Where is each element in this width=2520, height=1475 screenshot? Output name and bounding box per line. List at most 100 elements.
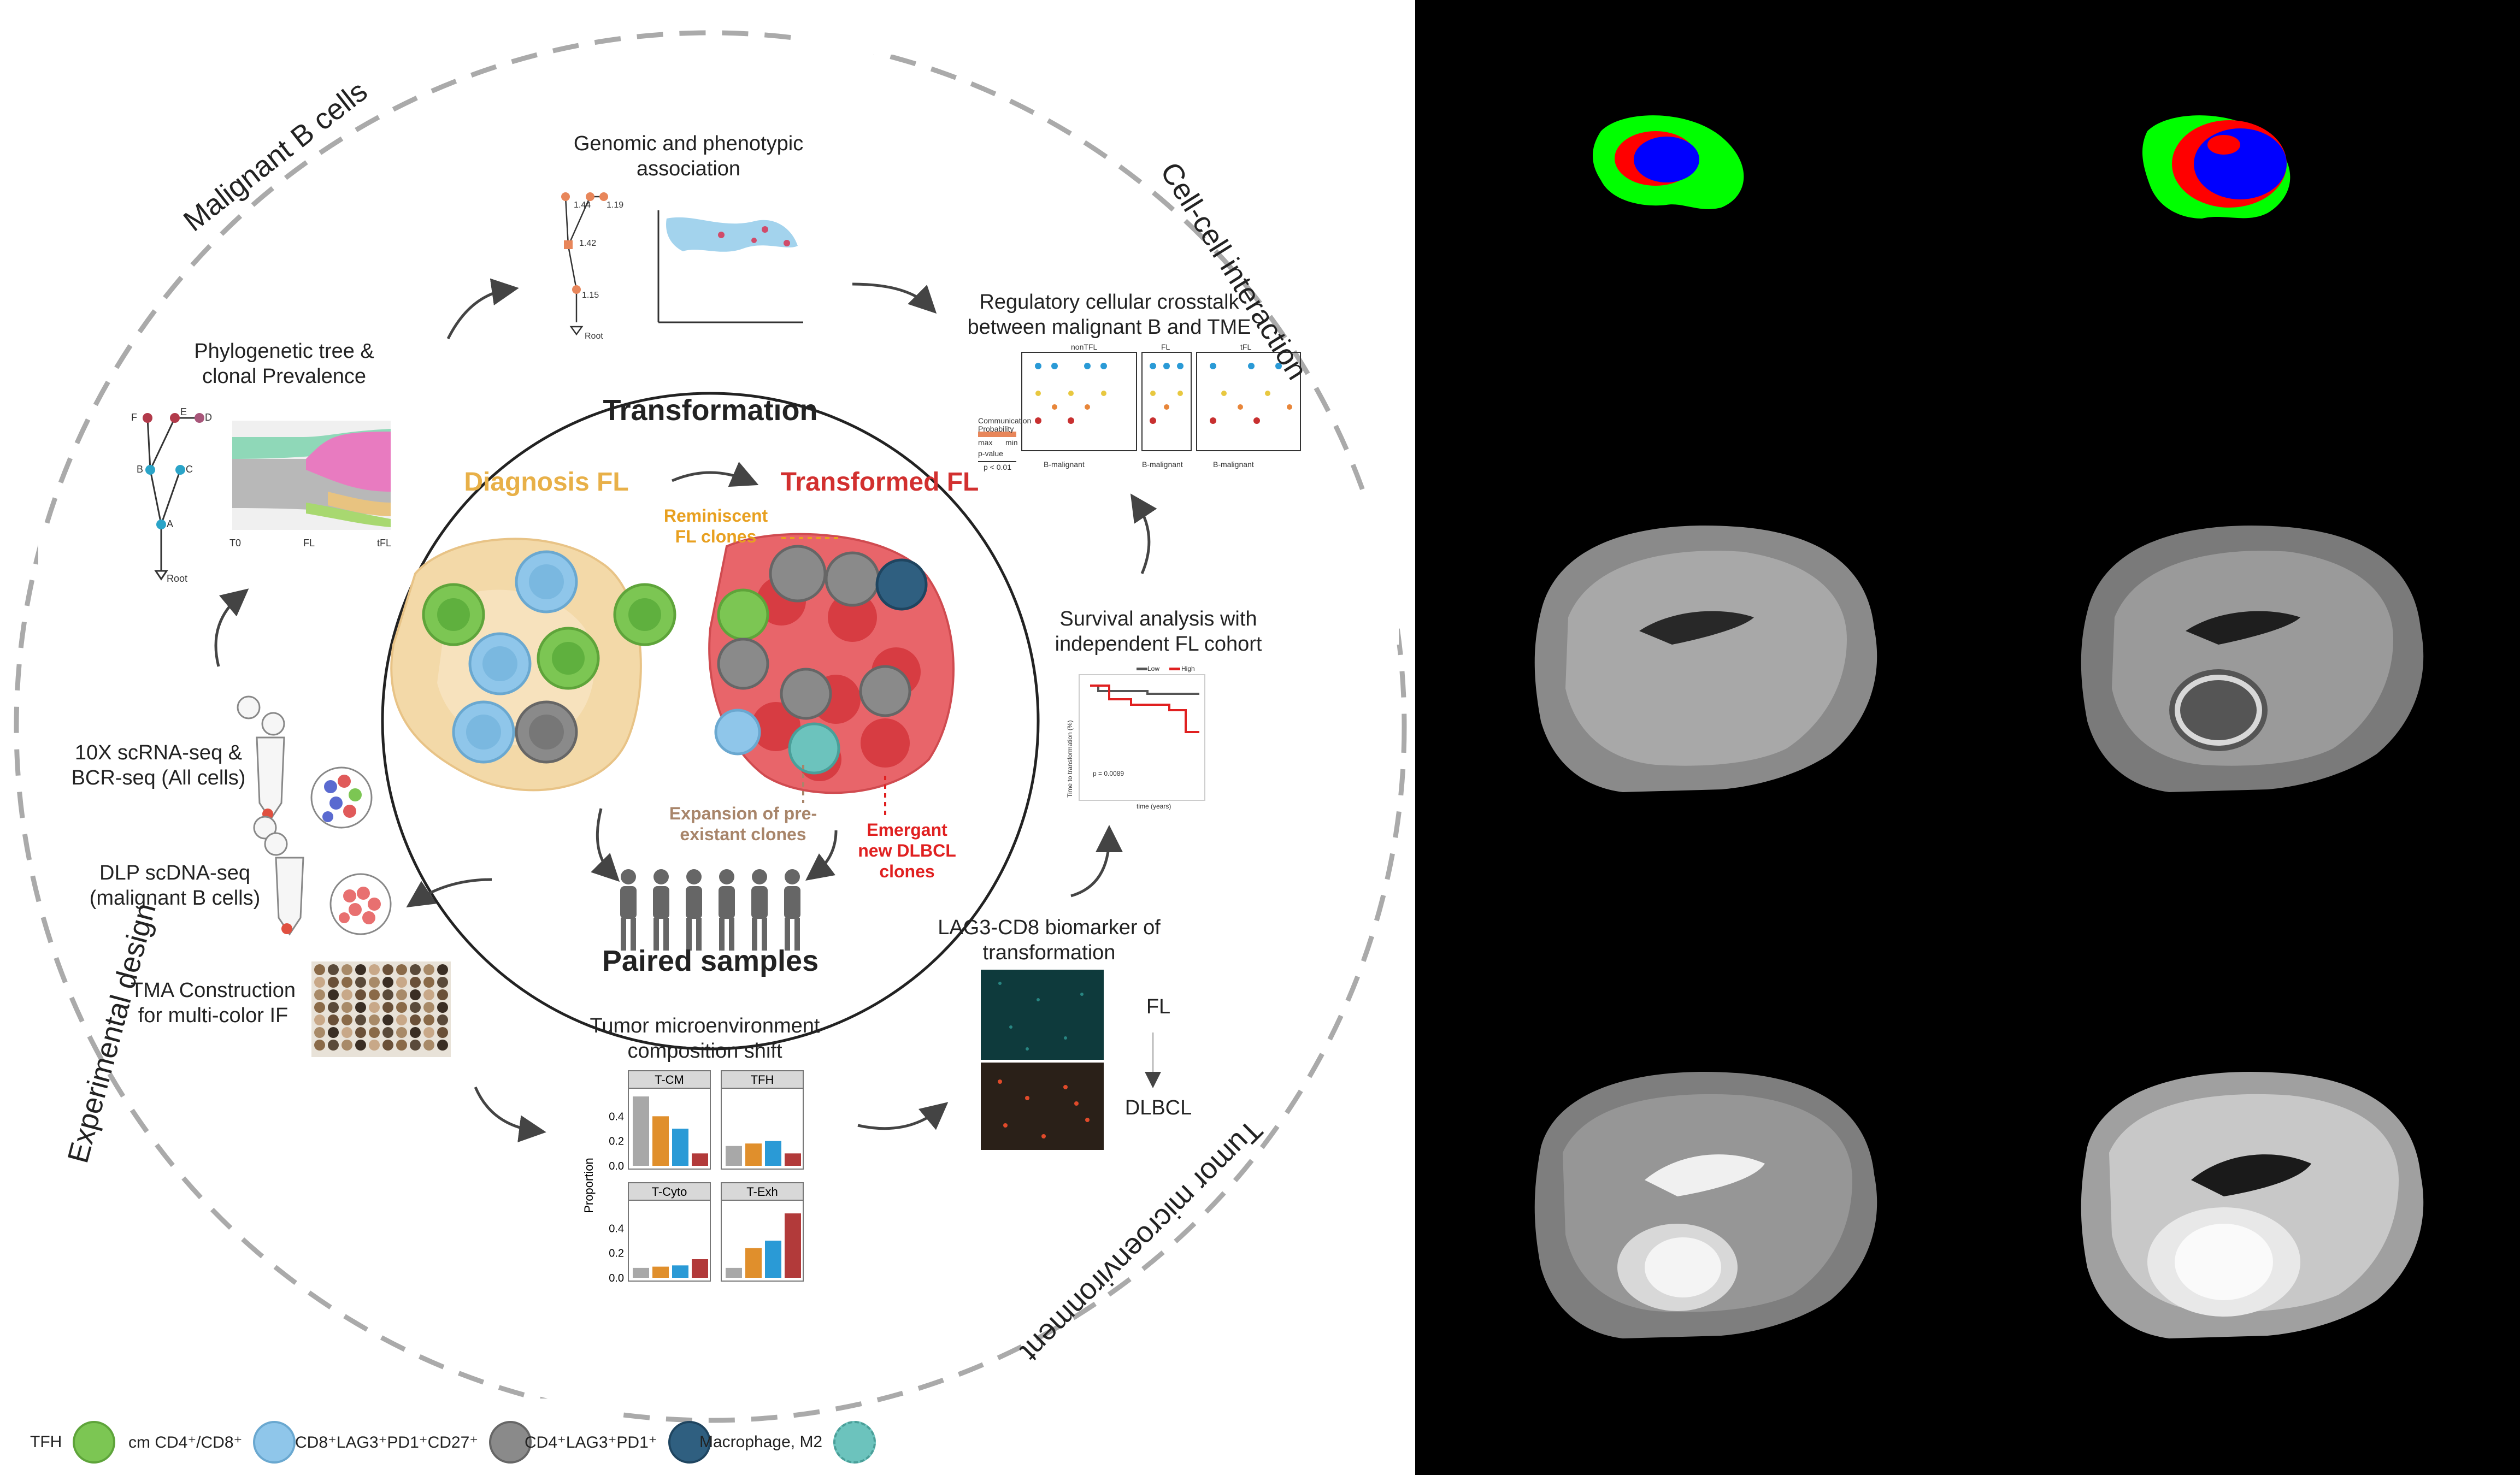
tma-core: [410, 977, 421, 988]
macrophage-cell: [788, 722, 840, 775]
tma-core: [314, 1014, 325, 1025]
svg-text:F: F: [131, 412, 137, 423]
dlp-label: DLP scDNA-seq (malignant B cells): [89, 862, 261, 910]
tma-core: [423, 1040, 434, 1051]
svg-text:B-malignant: B-malignant: [1142, 460, 1183, 469]
tma-core: [437, 977, 448, 988]
legend-cd4-swatch: [668, 1421, 711, 1464]
tma-core: [396, 977, 407, 988]
tma-core: [355, 1002, 366, 1013]
svg-text:tFL: tFL: [377, 538, 391, 548]
svg-text:C: C: [186, 464, 193, 475]
tma-core: [369, 1027, 380, 1038]
bar: [672, 1129, 688, 1166]
tma-core: [355, 1027, 366, 1038]
tma-core: [423, 989, 434, 1000]
svg-text:1.42: 1.42: [579, 239, 596, 248]
tma-grid: [311, 961, 451, 1057]
tma-core: [314, 1027, 325, 1038]
legend-cd8-swatch: [489, 1421, 532, 1464]
tma-core: [396, 1014, 407, 1025]
phylogenetic-tree: [146, 417, 199, 581]
svg-text:1.15: 1.15: [582, 291, 599, 300]
bar: [672, 1265, 688, 1278]
bar: [692, 1259, 708, 1278]
legend-tfh: TFH: [30, 1415, 116, 1470]
tma-core: [396, 1027, 407, 1038]
segmentation-mask-right: [2142, 115, 2291, 219]
segmentation-mask-left: [1593, 115, 1744, 209]
mri-flair-right: [2081, 1071, 2424, 1338]
tma-core: [342, 989, 352, 1000]
svg-text:T0: T0: [229, 538, 241, 548]
y-tick-label: 0.4: [609, 1223, 624, 1235]
svg-text:p < 0.01: p < 0.01: [984, 463, 1011, 471]
tma-core: [328, 1014, 339, 1025]
genomic-tree: [564, 196, 604, 336]
tma-core: [437, 989, 448, 1000]
cd8-cell: [769, 545, 827, 603]
tma-core: [369, 1040, 380, 1051]
tma-core: [369, 964, 380, 975]
svg-text:Probability: Probability: [978, 424, 1014, 433]
svg-text:B: B: [137, 464, 143, 475]
tma-core: [382, 964, 393, 975]
mri-graphics: [1534, 115, 2424, 1338]
svg-text:D: D: [205, 412, 212, 423]
svg-text:time (years): time (years): [1137, 803, 1171, 810]
tma-core: [369, 989, 380, 1000]
mri-t1ce-right: [2081, 526, 2424, 792]
svg-text:p-value: p-value: [978, 449, 1003, 458]
tma-core: [328, 989, 339, 1000]
tma-core: [382, 977, 393, 988]
tma-core: [410, 1014, 421, 1025]
chart-title-strip: [721, 1070, 804, 1089]
tma-core: [396, 989, 407, 1000]
lag3-image: [981, 970, 1104, 1150]
tma-core: [410, 989, 421, 1000]
scrna-droplet: [310, 766, 373, 829]
tma-core: [410, 1027, 421, 1038]
transformed-label: Transformed FL: [780, 468, 979, 497]
cd4-cell: [875, 558, 928, 611]
svg-text:p = 0.0089: p = 0.0089: [1093, 770, 1124, 777]
tma-core: [410, 1040, 421, 1051]
bar: [633, 1096, 649, 1166]
bar: [785, 1213, 801, 1278]
svg-text:A: A: [167, 518, 173, 529]
emergant-label: Emergant new DLBCL clones: [858, 820, 956, 881]
tma-core: [328, 1040, 339, 1051]
paired-samples-people: [620, 869, 800, 951]
tma-core: [328, 1002, 339, 1013]
tma-core: [410, 964, 421, 975]
dlp-droplet: [329, 873, 392, 935]
tma-core: [382, 1040, 393, 1051]
bar: [692, 1153, 708, 1166]
tma-core: [342, 1002, 352, 1013]
cd8-cell: [859, 665, 911, 717]
y-tick-label: 0.0: [609, 1272, 624, 1284]
svg-text:nonTFL: nonTFL: [1071, 343, 1097, 351]
svg-text:tFL: tFL: [1240, 343, 1251, 351]
chart-title: T-Exh: [746, 1185, 778, 1199]
survival-plot: [1079, 668, 1205, 801]
tma-core: [342, 1027, 352, 1038]
svg-text:Root: Root: [585, 332, 603, 341]
tma-core: [437, 964, 448, 975]
outer-dashed-ring: [14, 30, 1407, 1423]
tma-core: [369, 1002, 380, 1013]
tma-core: [382, 1027, 393, 1038]
cm-cell: [714, 709, 761, 756]
crosstalk-dotplot: [978, 352, 1301, 462]
legend-cd8: CD8⁺LAG3⁺PD1⁺CD27⁺: [295, 1415, 532, 1470]
svg-text:Root: Root: [167, 573, 187, 584]
svg-text:min: min: [1005, 438, 1018, 447]
y-tick-label: 0.2: [609, 1248, 624, 1260]
bar: [765, 1241, 781, 1278]
legend-cm: cm CD4⁺/CD8⁺: [128, 1415, 296, 1470]
scrna-tubes: [237, 695, 304, 936]
legend-macrophage: Macrophage, M2: [699, 1415, 876, 1470]
bar: [633, 1267, 649, 1278]
tma-core: [423, 1027, 434, 1038]
